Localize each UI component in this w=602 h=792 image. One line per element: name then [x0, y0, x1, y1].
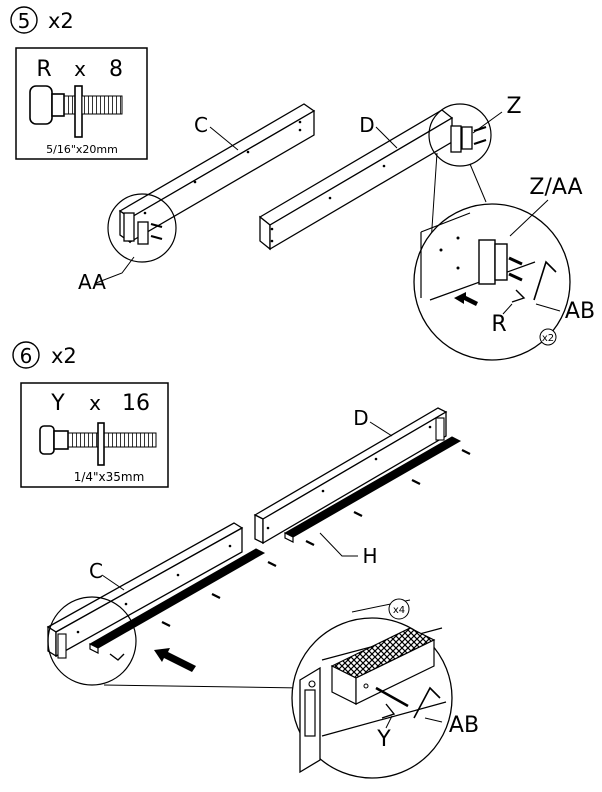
label-aa: AA	[78, 270, 106, 294]
cleat-c	[88, 548, 277, 661]
step-5-quantity: x2	[48, 9, 74, 33]
arrow-icon	[154, 648, 196, 672]
label-ab: AB	[565, 299, 595, 324]
label-x2: x2	[542, 333, 554, 344]
label-d: D	[353, 406, 368, 430]
hardware-letter: Y	[50, 391, 65, 416]
hardware-times: x	[74, 57, 86, 81]
label-r: R	[491, 312, 506, 337]
detail-circle-c-end-step6	[47, 596, 137, 686]
rail-d-step6	[253, 407, 448, 545]
step-6-number-circle	[12, 341, 40, 369]
label-c: C	[89, 559, 103, 583]
label-x4: x4	[393, 605, 405, 616]
hardware-times: x	[89, 391, 101, 415]
hardware-size: 5/16"x20mm	[46, 143, 118, 156]
hardware-box-r: R x 8 5/16"x20mm	[15, 47, 148, 160]
detail-circle-z-aa-large: x2	[413, 203, 571, 361]
rail-c-step6	[46, 522, 244, 658]
label-y: Y	[376, 727, 391, 752]
bolt-y-icon	[39, 422, 157, 466]
arrow-icon	[454, 292, 478, 306]
hardware-count: 8	[109, 57, 123, 82]
step-5-number-circle	[10, 6, 38, 34]
cleat-h	[283, 436, 471, 546]
label-h: H	[362, 544, 377, 568]
label-z-aa: Z/AA	[529, 175, 582, 200]
step-5: 5 x2 R x 8 5/16"x20mm C	[10, 6, 595, 361]
step-6-quantity: x2	[51, 344, 77, 368]
detail-circle-d-end	[428, 103, 492, 167]
label-z: Z	[506, 94, 521, 119]
hardware-letter: R	[36, 57, 51, 82]
label-d: D	[359, 113, 374, 137]
allen-key-icon	[413, 686, 441, 719]
hardware-box-y: Y x 16 1/4"x35mm	[20, 382, 169, 488]
label-ab: AB	[449, 713, 479, 738]
step-6-number: 6	[20, 344, 33, 368]
hardware-count: 16	[122, 391, 150, 416]
step-6: 6 x2 Y x 16 1/4"x35mm D	[12, 341, 479, 779]
label-c: C	[194, 113, 208, 137]
hardware-size: 1/4"x35mm	[74, 470, 145, 484]
step-5-number: 5	[18, 9, 31, 33]
detail-circle-c-end	[107, 193, 177, 263]
bolt-r-icon	[29, 85, 123, 138]
allen-key-icon	[533, 260, 557, 301]
detail-circle-cleat-large: x4	[291, 598, 453, 779]
